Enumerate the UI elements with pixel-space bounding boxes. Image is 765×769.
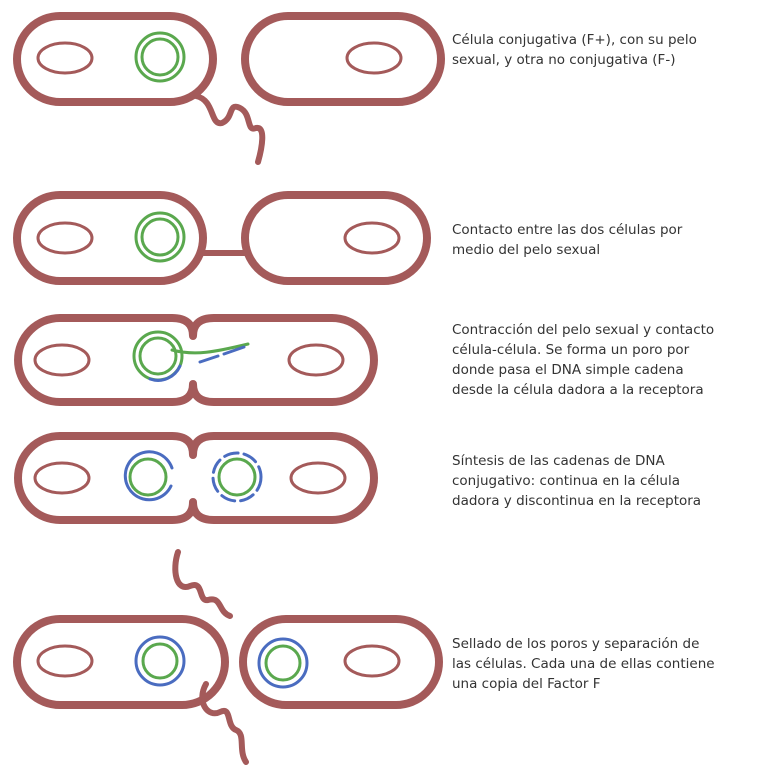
joined-cells-wall: [14, 432, 378, 524]
f-plasmid-outer: [134, 211, 186, 263]
recipient-nucleoid: [287, 343, 345, 377]
recipient-cell-wall: [241, 191, 431, 285]
donor-nucleoid: [33, 343, 91, 377]
donor-nucleoid: [36, 221, 94, 255]
f-plasmid-green: [264, 644, 302, 682]
f-plasmid-blue: [134, 635, 186, 687]
f-plasmid-green: [141, 642, 179, 680]
donor-cell-wall: [13, 615, 229, 709]
step-4-figure: [14, 432, 378, 524]
recipient-nucleoid: [343, 644, 401, 678]
step-2-caption: Contacto entre las dos células por medio…: [452, 222, 683, 258]
step-2-figure: [13, 191, 431, 285]
sex-pilus-tail: [199, 681, 249, 765]
sex-pilus: [172, 549, 233, 619]
transferred-ssdna: [170, 342, 250, 355]
recipient-nucleoid: [343, 221, 401, 255]
step-4-caption: Síntesis de las cadenas de DNA conjugati…: [452, 453, 702, 509]
donor-cell-wall: [13, 12, 217, 106]
step-5-figure: [13, 549, 443, 765]
discontinuous-strand-recipient: [211, 451, 263, 503]
f-plasmid-inner: [140, 37, 180, 77]
donor-nucleoid: [33, 461, 91, 495]
f-plasmid-inner: [140, 217, 180, 257]
f-plasmid-outer: [134, 31, 186, 83]
recipient-nucleoid: [289, 461, 347, 495]
f-plasmid-blue: [257, 637, 309, 689]
joined-cells-wall: [14, 314, 378, 406]
new-strand-recipient: [198, 345, 246, 364]
continuous-strand-donor: [123, 450, 174, 502]
step-3-figure: [14, 314, 378, 406]
plasmid-recipient-inner: [217, 457, 257, 497]
step-5-caption: Sellado de los poros y separación de las…: [452, 636, 715, 692]
f-plasmid-inner: [138, 336, 178, 376]
new-strand-donor: [148, 364, 182, 382]
recipient-cell-wall: [241, 12, 445, 106]
step-1-caption: Célula conjugativa (F+), con su pelo sex…: [452, 32, 697, 68]
plasmid-donor-inner: [128, 457, 168, 497]
donor-cell-wall: [13, 191, 207, 285]
recipient-cell-wall: [239, 615, 443, 709]
recipient-nucleoid: [345, 41, 403, 75]
step-1-figure: [13, 12, 445, 165]
donor-nucleoid: [36, 644, 94, 678]
donor-nucleoid: [36, 41, 94, 75]
sex-pilus: [193, 93, 266, 165]
step-3-caption: Contracción del pelo sexual y contacto c…: [452, 322, 715, 398]
